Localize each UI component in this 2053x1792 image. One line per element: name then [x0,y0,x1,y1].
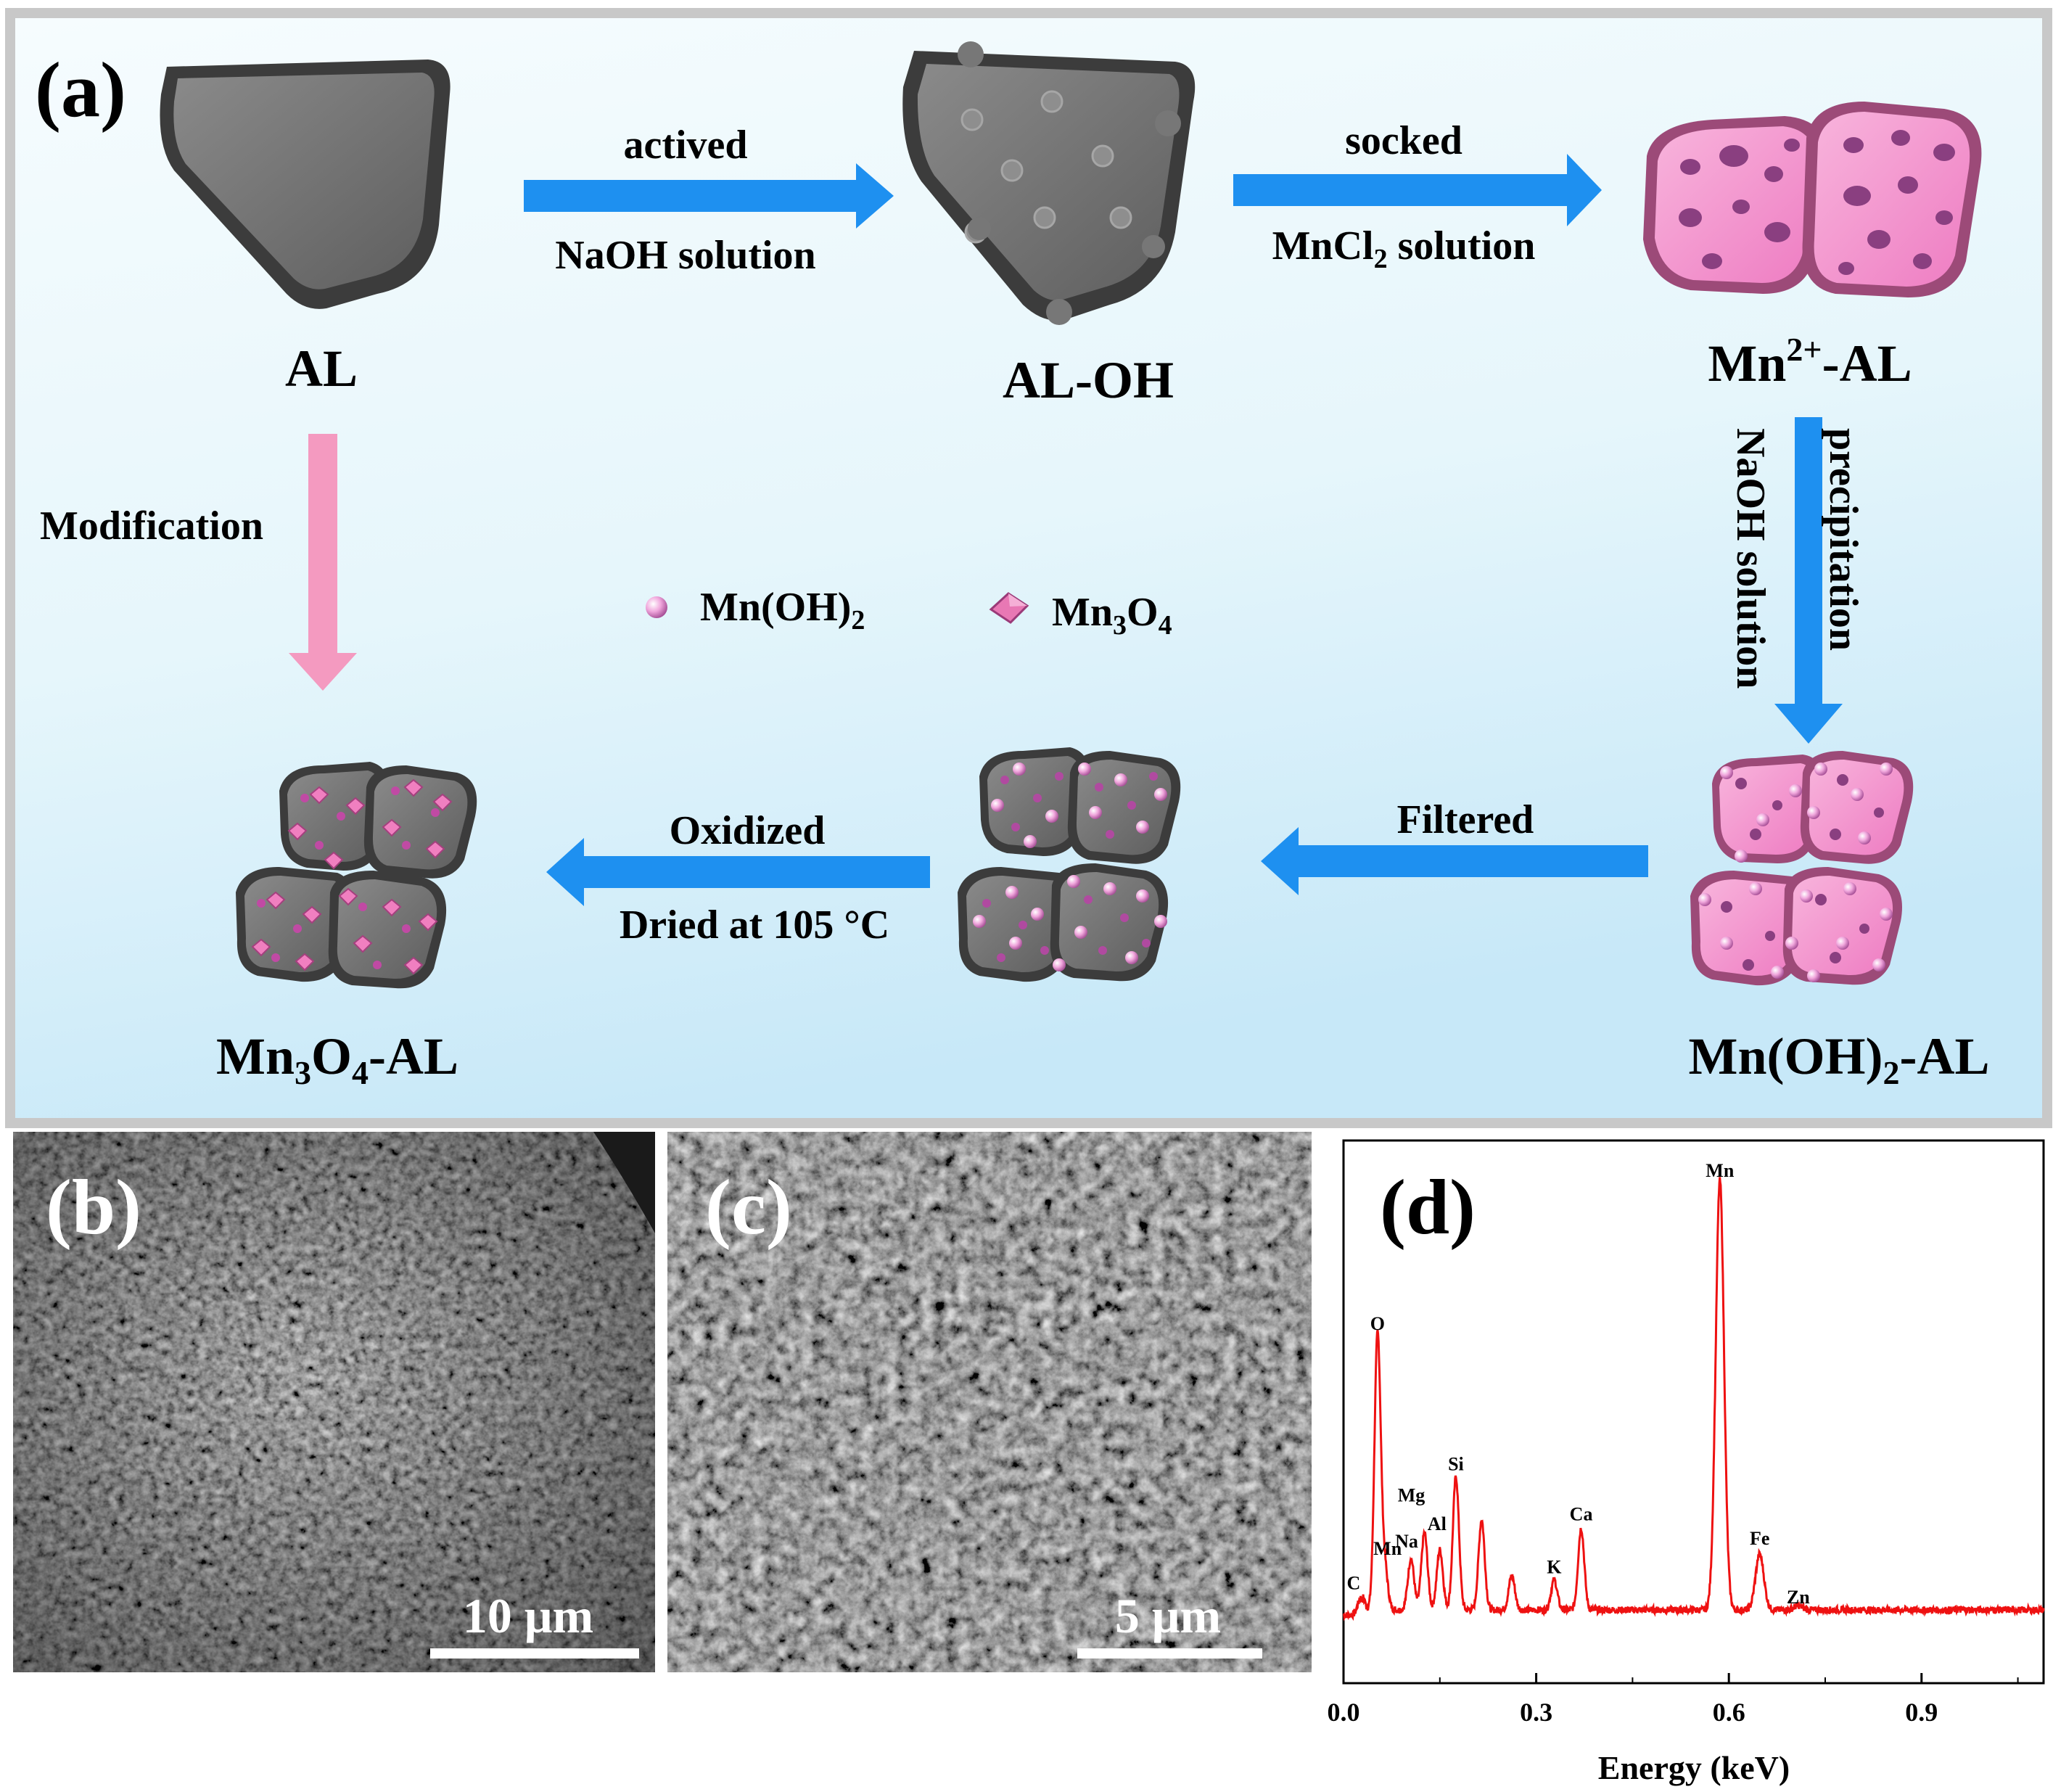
peak-label: Al [1428,1513,1447,1534]
panel-b-sem-image: (b) 10 μm [13,1132,655,1672]
spectrum-line [1342,1177,2045,1622]
al-oh-particle [902,41,1196,325]
soaked-arrow [1233,154,1602,226]
x-tick-label: 0.0 [1328,1698,1360,1727]
panel-c-sem-image: (c) 5 μm [667,1132,1312,1672]
panel-b-scale-label: 10 μm [463,1588,593,1643]
modification-arrow [289,434,357,691]
naoh-solution-label-1: NaOH solution [555,233,815,278]
al-oh-label: AL-OH [1003,351,1174,409]
x-tick-label: 0.9 [1905,1698,1938,1727]
dried-label: Dried at 105 °C [620,903,889,948]
peak-label: C [1347,1572,1361,1593]
intermediate-particles [958,747,1181,982]
peak-label: O [1370,1313,1385,1334]
chart-frame [1342,1139,2045,1685]
peak-label: Mg [1398,1484,1425,1505]
mn3o4-al-label: Mn3O4-AL [216,1027,458,1091]
x-axis-label: Energy (keV) [1598,1749,1790,1786]
peak-label: Si [1448,1453,1464,1474]
mn3o4-legend-icon [989,592,1029,624]
panel-b-scale-bar [430,1648,639,1659]
peak-label: Mn [1373,1538,1402,1559]
mncl2-solution-label: MnCl2 solution [1272,223,1536,274]
filtered-label: Filtered [1397,797,1534,842]
mn3o4-al-particles [236,762,477,989]
peak-label: Ca [1570,1504,1593,1525]
mnoh2-al-label: Mn(OH)2-AL [1689,1027,1990,1091]
peak-label: Mn [1706,1160,1735,1181]
x-tick-label: 0.3 [1520,1698,1552,1727]
panel-c-scale-bar [1077,1648,1262,1659]
mn2-al-particles [1643,102,1982,297]
mnoh2-al-particles [1690,751,1914,986]
legend: Mn(OH)2 Mn3O4 [646,585,1172,641]
panel-a-label: (a) [35,47,126,133]
peak-label: Fe [1750,1528,1769,1549]
mnoh2-legend-label: Mn(OH)2 [700,585,865,636]
al-label: AL [285,340,358,398]
panel-d-label: (d) [1380,1164,1476,1251]
peak-label: Zn [1787,1587,1810,1608]
mnoh2-legend-icon [646,596,667,618]
x-tick-label: 0.6 [1713,1698,1745,1727]
mn2-al-label: Mn2+-AL [1708,331,1912,392]
filtered-arrow [1261,827,1648,895]
mn3o4-legend-label: Mn3O4 [1052,590,1172,641]
oxidized-label: Oxidized [670,808,826,853]
soaked-label: socked [1345,118,1462,163]
panel-c-scale-label: 5 μm [1115,1588,1221,1643]
precipitation-arrow [1774,417,1843,744]
naoh-solution-label-2: NaOH solution [1728,428,1773,689]
peak-label: Na [1395,1531,1418,1552]
activated-arrow [524,163,894,229]
activated-label: actived [623,123,747,168]
oxidized-arrow [546,838,930,906]
panel-a-schematic: (a) AL actived NaOH solution AL-OH socke… [5,8,2052,1128]
al-particle [160,59,450,309]
precipitation-label: precipitation [1821,428,1866,651]
peak-label: K [1547,1557,1562,1578]
modification-label: Modification [40,504,263,548]
panel-c-label: (c) [705,1164,792,1251]
panel-b-label: (b) [46,1164,141,1251]
